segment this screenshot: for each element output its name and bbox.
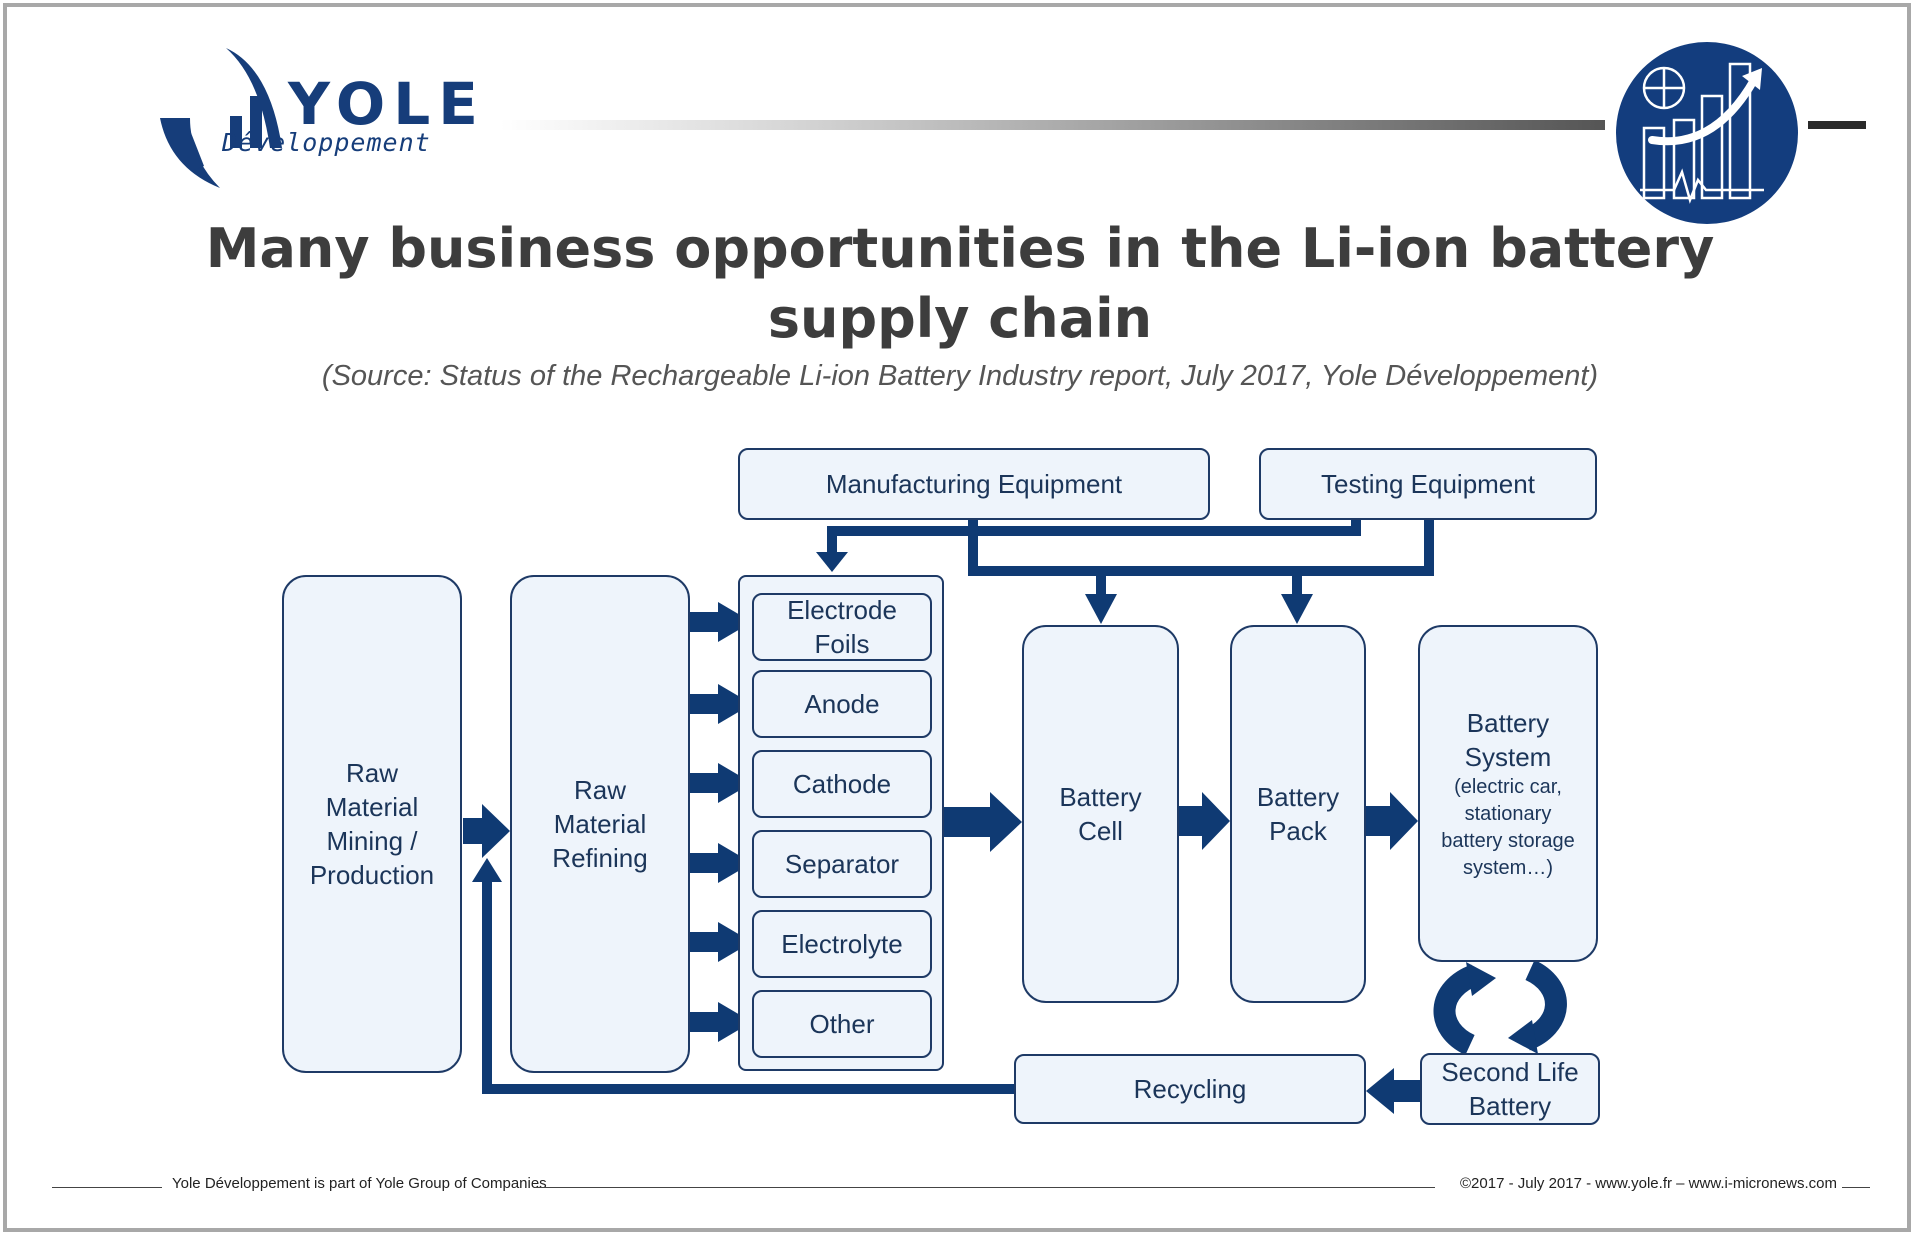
mining-label-line: Production	[309, 860, 435, 890]
electrode-foils-label-line: Electrode	[787, 595, 897, 625]
title-line-2: supply chain	[767, 287, 1153, 350]
electrolyte-label: Electrolyte	[781, 929, 903, 959]
arrow-to-components	[816, 552, 848, 572]
cathode-label: Cathode	[792, 769, 892, 799]
footer-right-text: ©2017 - July 2017 - www.yole.fr – www.i-…	[1460, 1175, 1838, 1192]
arrow-secondlife-recycling-head	[1366, 1068, 1394, 1114]
arrow-cell-pack-head	[1202, 792, 1230, 850]
battery-system-detail-line: system…)	[1462, 856, 1553, 879]
connector-recycling-bottom	[482, 1084, 1016, 1094]
connector-manufacturing-drop	[827, 526, 837, 556]
battery-system-label-line: Battery	[1466, 707, 1550, 738]
arrow-recycling-up-head	[472, 858, 502, 882]
arrow-mining-refining-shaft	[463, 818, 485, 844]
logo-subname: Développement	[222, 128, 431, 157]
connector-testing-drop	[1351, 520, 1361, 536]
connector-cell-pack-bar	[968, 566, 1433, 576]
component-other: Other	[752, 990, 932, 1058]
arrow-to-battery-pack	[1281, 594, 1313, 624]
component-separator: Separator	[752, 830, 932, 898]
raw-material-refining-box: Raw Material Refining	[510, 575, 690, 1073]
mining-label-line: Raw	[345, 758, 398, 788]
connector-manufacturing-top	[827, 526, 1360, 536]
battery-cell-label-line: Battery	[1059, 782, 1142, 812]
yole-logo: YOLE Développement	[160, 48, 478, 198]
arrow-components-cell-head	[990, 792, 1022, 852]
battery-pack-label-line: Battery	[1256, 782, 1340, 812]
footer-left-text: Yole Développement is part of Yole Group…	[172, 1175, 547, 1192]
connector-pack-drop	[1292, 566, 1302, 596]
testing-equipment-label: Testing Equipment	[1321, 469, 1535, 499]
header-gradient-line	[500, 120, 1605, 130]
arrow-mining-refining-head	[482, 804, 510, 858]
yole-logo-swoosh-icon	[160, 48, 282, 188]
second-life-label-line: Battery	[1468, 1091, 1552, 1121]
connector-recycling-up	[482, 880, 492, 1094]
arrow-pack-system-head	[1390, 792, 1418, 850]
arrow-to-battery-cell	[1085, 594, 1117, 624]
refining-label-line: Raw	[573, 775, 626, 805]
cycle-arrows-icon	[1433, 959, 1567, 1055]
battery-system-detail-line: battery storage	[1441, 829, 1575, 852]
manufacturing-equipment-box: Manufacturing Equipment	[738, 448, 1210, 520]
header-dash	[1808, 121, 1866, 129]
component-electrolyte: Electrolyte	[752, 910, 932, 978]
separator-label: Separator	[784, 849, 900, 879]
other-label: Other	[809, 1009, 875, 1039]
arrows-refining-to-components	[690, 602, 752, 1042]
refining-label-line: Refining	[552, 843, 648, 873]
mining-label-line: Mining /	[326, 826, 418, 856]
arrow-cell-pack-shaft	[1178, 806, 1206, 836]
connector-testing-right-drop	[1424, 520, 1434, 576]
mining-label-line: Material	[325, 792, 419, 822]
battery-pack-box: Battery Pack	[1230, 625, 1366, 1003]
title-line-1: Many business opportunities in the Li-io…	[205, 217, 1715, 280]
recycling-label: Recycling	[1133, 1074, 1247, 1104]
footer-line-middle	[535, 1187, 1435, 1188]
anode-label: Anode	[804, 689, 880, 719]
component-anode: Anode	[752, 670, 932, 738]
manufacturing-equipment-label: Manufacturing Equipment	[825, 469, 1123, 499]
second-life-label-line: Second Life	[1441, 1057, 1579, 1087]
component-electrode-foils: Electrode Foils	[752, 593, 932, 661]
logo-wordmark: YOLE	[288, 70, 486, 138]
battery-system-label-line: System	[1464, 741, 1552, 772]
footer-line-left	[52, 1187, 162, 1188]
battery-pack-label-line: Pack	[1269, 816, 1327, 846]
page-subtitle: (Source: Status of the Rechargeable Li-i…	[321, 360, 1599, 392]
arrow-secondlife-recycling-shaft	[1390, 1080, 1422, 1102]
page-title: Many business opportunities in the Li-io…	[160, 214, 1760, 354]
battery-system-detail-line: (electric car,	[1454, 775, 1562, 798]
battery-cell-box: Battery Cell	[1022, 625, 1179, 1003]
second-life-battery-box: Second Life Battery	[1420, 1053, 1600, 1125]
market-analysis-emblem-icon	[1616, 42, 1798, 224]
connector-cell-drop	[1096, 566, 1106, 596]
refining-label-line: Material	[553, 809, 647, 839]
connector-manufacturing-mid	[968, 520, 978, 575]
footer-line-right	[1842, 1187, 1870, 1188]
battery-system-box: Battery System (electric car, stationary…	[1418, 625, 1598, 962]
electrode-foils-label-line: Foils	[814, 629, 870, 659]
component-cathode: Cathode	[752, 750, 932, 818]
arrow-pack-system-shaft	[1366, 806, 1394, 836]
battery-cell-label-line: Cell	[1078, 816, 1123, 846]
arrow-components-cell-shaft	[944, 807, 994, 837]
battery-system-detail-line: stationary	[1464, 802, 1552, 825]
testing-equipment-box: Testing Equipment	[1259, 448, 1597, 520]
raw-material-mining-box: Raw Material Mining / Production	[282, 575, 462, 1073]
recycling-box: Recycling	[1014, 1054, 1366, 1124]
